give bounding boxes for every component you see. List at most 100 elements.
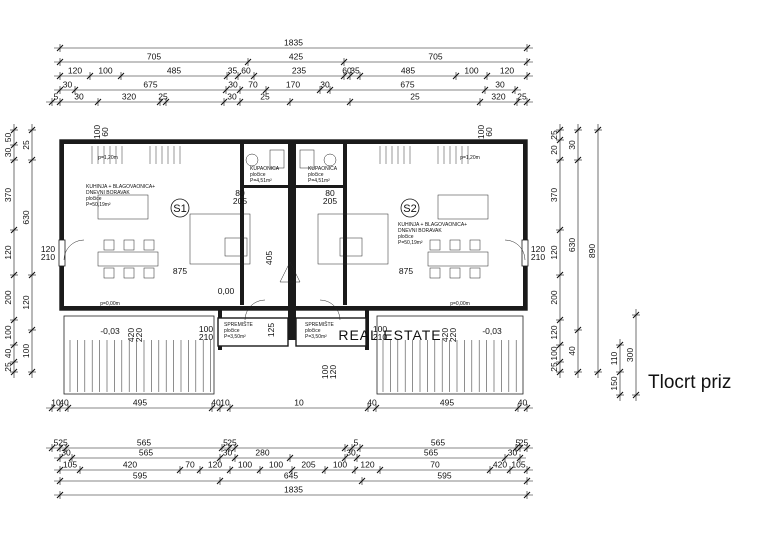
- dimension-label: 35: [228, 66, 238, 76]
- level-note: p=0,00m: [450, 301, 470, 307]
- dimension-label: 120: [500, 66, 514, 76]
- door-swing: [244, 299, 266, 321]
- chair: [469, 239, 481, 251]
- interior-dim: 210: [373, 332, 387, 342]
- dimension-label: 25: [549, 362, 559, 372]
- dimension-label: 50: [3, 133, 13, 143]
- dimension-label: 630: [21, 210, 31, 224]
- watermark-text: REAL ESTATE: [338, 327, 441, 343]
- dimension-label: 25: [3, 362, 13, 372]
- dimension-label: 420: [493, 460, 507, 470]
- dimension-label: 630: [567, 238, 577, 252]
- chair: [123, 239, 135, 251]
- toilet: [323, 153, 337, 167]
- window: [521, 239, 529, 267]
- room-label-bath-left: KUPAONICA: [250, 166, 280, 172]
- dimension-label: 25: [517, 92, 527, 102]
- dimension-label: 485: [167, 66, 181, 76]
- room-label-bath-right: pločice: [308, 172, 324, 178]
- level-mark: 0,00: [218, 286, 235, 296]
- dimension-label: 200: [549, 290, 559, 304]
- chair: [143, 239, 155, 251]
- room-label-living-right: KUHINJA + BLAGOVAONICA+: [398, 222, 467, 228]
- room-label-living-right: DNEVNI BORAVAK: [398, 228, 442, 234]
- dimension-label: 495: [440, 398, 454, 408]
- chair: [103, 239, 115, 251]
- terrace-left: [63, 315, 215, 395]
- room-label-living-left: pločice: [86, 196, 102, 202]
- chair: [429, 239, 441, 251]
- core-wall-left: [240, 140, 244, 305]
- dimension-label: 70: [185, 460, 195, 470]
- dimension-label: 30: [3, 148, 13, 158]
- interior-dim: 210: [199, 332, 213, 342]
- dimension-label: 675: [143, 80, 157, 90]
- unit-label-s2: S2: [403, 203, 416, 215]
- chair: [449, 239, 461, 251]
- interior-dim: 60: [484, 127, 494, 137]
- dimension-label: 300: [625, 348, 635, 362]
- sofa-left: [189, 213, 251, 265]
- window-dim: 120: [41, 244, 55, 254]
- room-label-living-right: pločice: [398, 234, 414, 240]
- level-note: p=1,20m: [460, 155, 480, 161]
- dimension-lines: [10, 44, 640, 499]
- dimension-label: 645: [284, 471, 298, 481]
- dimension-label: 565: [424, 448, 438, 458]
- dimension-label: 100: [464, 66, 478, 76]
- dimension-label: 100: [549, 346, 559, 360]
- entry-mark: [279, 261, 301, 283]
- window-dim: 210: [531, 252, 545, 262]
- dimension-label: 100: [21, 344, 31, 358]
- dimension-label: 5: [54, 92, 59, 102]
- dimension-label: 70: [248, 80, 258, 90]
- dimension-label: 120: [549, 245, 559, 259]
- window: [58, 239, 66, 267]
- dimension-label: 20: [549, 145, 559, 155]
- unit-marker-s2: [400, 198, 420, 218]
- dimension-label: 120: [68, 66, 82, 76]
- chair: [469, 267, 481, 279]
- dimension-label: 30: [227, 92, 237, 102]
- dimension-label: 495: [133, 398, 147, 408]
- storage-right: [295, 317, 367, 347]
- dimension-label: 105: [63, 460, 77, 470]
- dimension-label: 110: [609, 351, 619, 365]
- dimension-label: 565: [431, 438, 445, 448]
- unit-marker-s1: [170, 198, 190, 218]
- dimension-label: 200: [3, 290, 13, 304]
- dimension-label: 120: [549, 325, 559, 339]
- bath-wall-right: [296, 185, 343, 188]
- interior-dim: 420: [440, 328, 450, 342]
- dimension-label: 565: [137, 438, 151, 448]
- interior-dim: 100: [373, 324, 387, 334]
- dimension-label: 120: [3, 245, 13, 259]
- dimension-label: 675: [400, 80, 414, 90]
- dimension-label: 425: [289, 52, 303, 62]
- dimension-label: 100: [98, 66, 112, 76]
- storage-wall-r: [365, 310, 369, 350]
- coffee-table-left: [224, 237, 248, 257]
- dimension-label: 25: [227, 438, 237, 448]
- party-wall: [288, 140, 296, 340]
- room-label-living-left: DNEVNI BORAVAK: [86, 190, 130, 196]
- interior-dim: 205: [233, 196, 247, 206]
- interior-dim: 405: [264, 251, 274, 265]
- kitchen-counter-left: [97, 194, 149, 220]
- dimension-label: 30: [346, 448, 356, 458]
- room-label-storage-right: P=3,50m²: [305, 334, 327, 340]
- dimension-label: 235: [292, 66, 306, 76]
- level-note: p=1,20m: [98, 155, 118, 161]
- interior-dim: 205: [323, 196, 337, 206]
- interior-dim: 100: [320, 365, 330, 379]
- room-label-bath-right: P=4,51m²: [308, 178, 330, 184]
- chair: [449, 267, 461, 279]
- window-dim: 210: [41, 252, 55, 262]
- dimension-label: 485: [401, 66, 415, 76]
- interior-dim: 80: [325, 188, 335, 198]
- door-swing: [504, 239, 526, 261]
- dimension-label: 1835: [284, 38, 303, 48]
- level-mark: -0,03: [482, 326, 502, 336]
